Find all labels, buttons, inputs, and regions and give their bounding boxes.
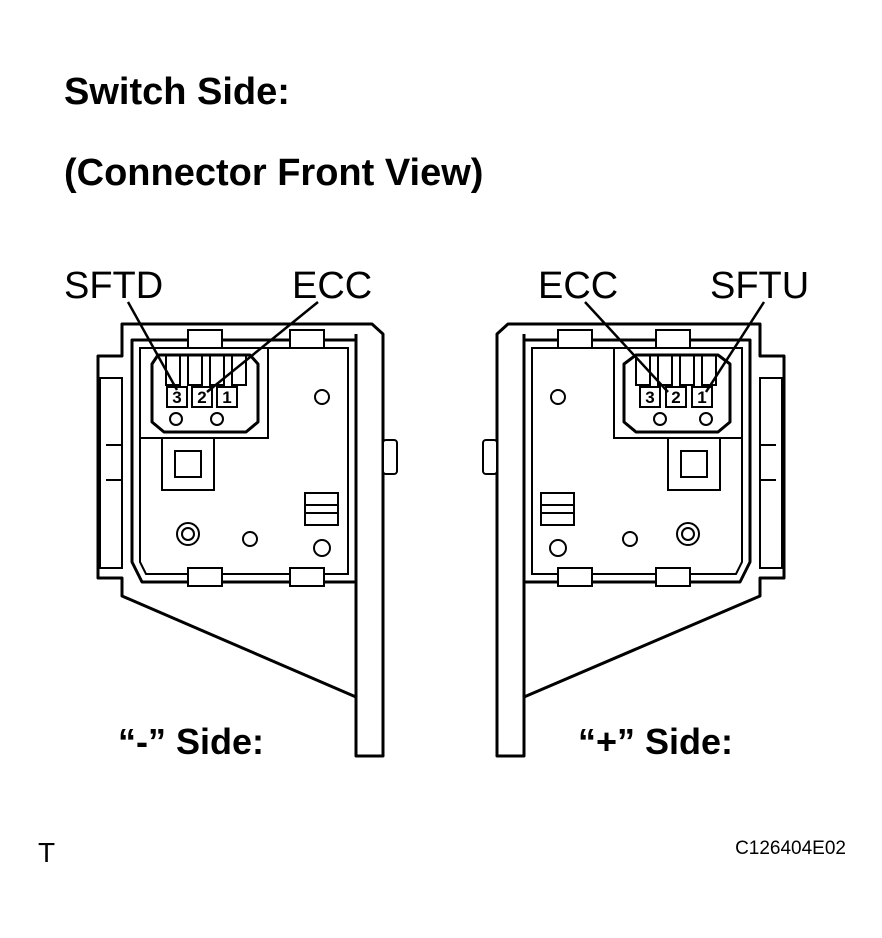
right-pin-1: 1	[697, 388, 706, 407]
left-pin-3-box	[166, 386, 188, 408]
right-tab	[482, 439, 498, 475]
right-switch: 3 2 1	[482, 301, 786, 758]
left-side-plate	[99, 377, 123, 569]
right-side-label: “+” Side:	[578, 721, 733, 762]
left-pin-1: 1	[222, 388, 231, 407]
right-pin-2-box	[665, 386, 687, 408]
right-ecc-leader	[584, 301, 669, 393]
left-connector	[150, 353, 260, 434]
left-ecc-leader	[206, 301, 319, 393]
figure-code: C126404E02	[735, 838, 846, 859]
right-pin-2: 2	[671, 388, 680, 407]
left-label-ecc: ECC	[292, 265, 372, 307]
title-switch-side: Switch Side:	[64, 71, 290, 113]
right-label-sftu: SFTU	[710, 265, 809, 307]
left-sftd-leader	[126, 301, 179, 391]
right-label-ecc: ECC	[538, 265, 618, 307]
left-pin-2: 2	[197, 388, 206, 407]
left-label-sftd: SFTD	[64, 265, 163, 307]
left-pin-3: 3	[172, 388, 181, 407]
right-pin-3-box	[639, 386, 661, 408]
corner-mark: T	[38, 837, 55, 868]
right-sftu-leader	[704, 301, 766, 393]
left-switch: 3 2 1	[96, 301, 398, 758]
title-connector-front-view: (Connector Front View)	[64, 152, 483, 194]
right-pin-3: 3	[645, 388, 654, 407]
left-pin-1-box	[216, 386, 238, 408]
left-tab	[382, 439, 398, 475]
left-side-label: “-” Side:	[118, 721, 264, 762]
right-side-plate	[759, 377, 783, 569]
right-connector	[622, 353, 732, 434]
